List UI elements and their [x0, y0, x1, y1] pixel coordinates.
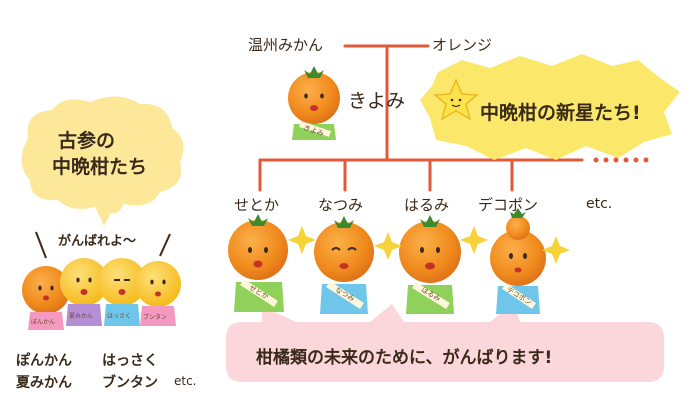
- old-group-title-line1: 古参の: [58, 130, 116, 152]
- old-label-etc: etc.: [174, 374, 197, 388]
- sparkle-icons: [288, 226, 570, 264]
- smiling-star-icon: [433, 78, 479, 121]
- harumi-character: [399, 215, 461, 314]
- old-sash-0: ぽんかん: [31, 318, 55, 326]
- kiyomi-character: [288, 66, 340, 140]
- cheer-text: がんばれよ〜: [58, 234, 137, 249]
- setoka-character: [228, 214, 288, 312]
- bottom-banner-shape: [226, 302, 664, 382]
- old-group-bubble-shape: [21, 96, 184, 226]
- old-sash-3: ブンタン: [143, 313, 167, 321]
- child-label-dekopon: デコポン: [478, 196, 539, 214]
- old-label-natsumikan: 夏みかん: [16, 375, 72, 391]
- old-label-buntan: ブンタン: [102, 375, 158, 391]
- family-tree-lines: [258, 44, 584, 192]
- parent-left-label: 温州みかん: [248, 36, 324, 54]
- old-sash-2: はっさく: [107, 313, 131, 320]
- old-sash-1: 夏みかん: [69, 313, 93, 320]
- parent-right-label: オレンジ: [432, 36, 493, 54]
- natsumi-character: [314, 216, 374, 314]
- old-group-title-line2: 中晩柑たち: [52, 156, 148, 178]
- old-label-ponkan: ぽんかん: [16, 353, 72, 369]
- bottom-banner-text: 柑橘類の未来のために、がんばります!: [256, 348, 553, 368]
- child-label-setoka: せとか: [234, 196, 280, 214]
- new-stars-title: 中晩柑の新星たち!: [480, 102, 641, 124]
- tree-continuation-dots: [593, 157, 649, 163]
- child-label-harumi: はるみ: [404, 196, 450, 214]
- child-label-etc: etc.: [586, 196, 613, 212]
- old-group-characters: [22, 231, 181, 330]
- new-stars-bubble-shape: [420, 54, 680, 160]
- center-name-label: きよみ: [348, 90, 406, 112]
- old-label-hassaku: はっさく: [102, 353, 158, 369]
- dekopon-character: [490, 208, 546, 314]
- child-label-natsumi: なつみ: [318, 196, 364, 214]
